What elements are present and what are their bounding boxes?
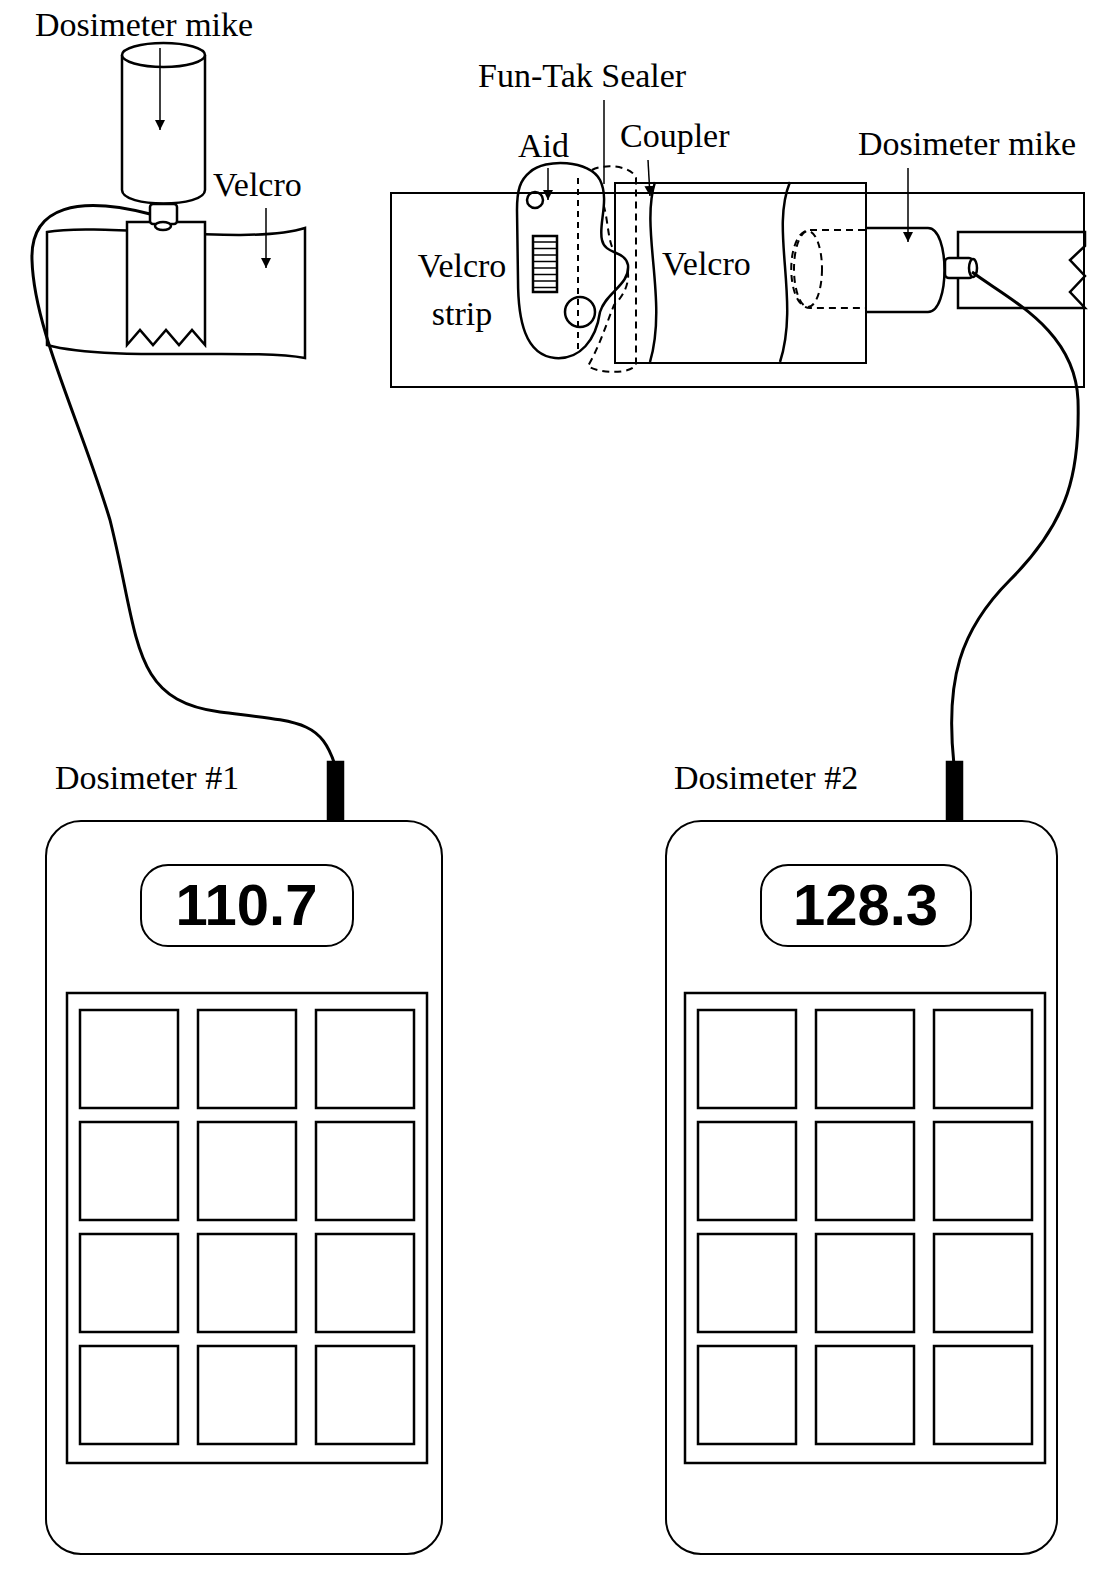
keypad-key — [80, 1010, 178, 1108]
dosimeter-display: 110.7 — [140, 864, 354, 947]
mike-hidden-end — [794, 231, 822, 307]
grill-line — [533, 267, 557, 269]
keypad-key — [198, 1234, 296, 1332]
display-reading: 128.3 — [793, 876, 938, 934]
part-label: Dosimeter #1 — [55, 758, 239, 799]
part-label: Velcro — [213, 165, 302, 206]
keypad-key — [934, 1010, 1032, 1108]
keypad — [67, 993, 427, 1463]
part-label: Dosimeter mike — [858, 124, 1076, 165]
keypad-key — [198, 1122, 296, 1220]
aid-grill — [533, 236, 557, 292]
display-reading: 110.7 — [176, 876, 318, 934]
leader-arrow — [907, 168, 909, 242]
velcro-tab — [127, 222, 205, 345]
keypad-key — [816, 1234, 914, 1332]
keypad — [685, 993, 1045, 1463]
aid-vent — [527, 192, 543, 208]
keypad-key — [698, 1234, 796, 1332]
grill-line — [533, 254, 557, 256]
keypad-key — [934, 1122, 1032, 1220]
dosimeter-body: Dosimeter #1110.7 — [45, 820, 443, 1555]
keypad-key — [316, 1346, 414, 1444]
grill-line — [533, 280, 557, 282]
grill-line — [533, 287, 557, 289]
cable-plug — [947, 762, 962, 820]
mike-body — [122, 55, 205, 204]
leader-arrow — [547, 168, 549, 200]
grill-line — [533, 274, 557, 276]
part-label: Velcro strip — [402, 242, 522, 337]
part-label: Fun-Tak Sealer — [478, 56, 686, 97]
grill-line — [533, 241, 557, 243]
keypad-key — [316, 1122, 414, 1220]
cable — [32, 206, 335, 765]
keypad-key — [934, 1346, 1032, 1444]
velcro-band-edge — [780, 182, 790, 362]
keypad-key — [934, 1234, 1032, 1332]
keypad-key — [698, 1122, 796, 1220]
keypad-key — [316, 1010, 414, 1108]
mike-hidden — [791, 230, 865, 308]
aid-control — [565, 297, 595, 327]
dosimeter-display: 128.3 — [760, 864, 972, 947]
keypad-key — [698, 1346, 796, 1444]
dosimeter-body: Dosimeter #2128.3 — [665, 820, 1058, 1555]
leader-arrow — [159, 48, 161, 130]
keypad-key — [198, 1346, 296, 1444]
leader-arrow — [648, 160, 650, 196]
tape — [958, 232, 1085, 308]
part-label: Dosimeter #2 — [674, 758, 858, 799]
mike-top — [122, 43, 205, 67]
part-label: Velcro — [662, 244, 751, 285]
keypad-key — [80, 1122, 178, 1220]
keypad-key — [198, 1010, 296, 1108]
leader-line — [603, 100, 605, 184]
cable-plug — [328, 762, 343, 820]
grill-lines — [533, 242, 557, 288]
mike-jack — [155, 222, 171, 230]
mike-body — [865, 228, 945, 312]
velcro-strip-box: Velcro strip Velcro — [390, 192, 1085, 388]
coupler-box: Velcro — [614, 182, 867, 364]
part-label: Dosimeter mike — [35, 5, 253, 46]
grill-line — [533, 248, 557, 250]
part-label: Coupler — [620, 116, 730, 157]
leader-arrow — [265, 208, 267, 268]
grill-line — [533, 261, 557, 263]
cable — [952, 272, 1079, 765]
velcro-band-edge — [650, 182, 656, 362]
keypad-key — [80, 1234, 178, 1332]
keypad-key — [698, 1010, 796, 1108]
keypad-key — [80, 1346, 178, 1444]
keypad-key — [316, 1234, 414, 1332]
keypad-key — [816, 1122, 914, 1220]
keypad-key — [816, 1346, 914, 1444]
keypad-key — [816, 1010, 914, 1108]
part-label: Aid — [518, 126, 569, 167]
